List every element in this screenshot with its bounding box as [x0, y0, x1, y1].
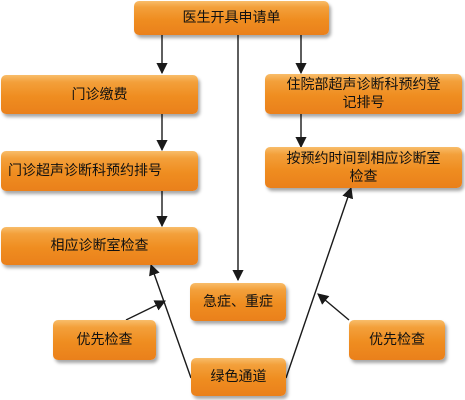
node-scheduled-exam-label: 按预约时间到相应诊断室 检查 [286, 150, 441, 185]
node-outpatient-fee: 门诊缴费 [1, 75, 198, 114]
node-priority-right-label: 优先检查 [369, 332, 425, 348]
arrow-priority-right-to-scheduled [317, 293, 350, 321]
node-outpatient-booking-label: 门诊超声诊断科预约排号 [8, 163, 162, 179]
node-emergency: 急症、重症 [190, 283, 286, 321]
node-scheduled-exam: 按预约时间到相应诊断室 检查 [265, 147, 462, 188]
node-inpatient-booking: 住院部超声诊断科预约登 记排号 [265, 74, 462, 114]
node-outpatient-booking: 门诊超声诊断科预约排号 [1, 151, 198, 191]
node-priority-right: 优先检查 [349, 320, 445, 360]
node-outpatient-fee-label: 门诊缴费 [71, 86, 128, 103]
node-request: 医生开具申请单 [134, 1, 329, 35]
node-emergency-label: 急症、重症 [203, 294, 273, 310]
node-green-channel-label: 绿色通道 [210, 369, 267, 385]
node-request-label: 医生开具申请单 [182, 10, 281, 26]
node-exam-left-label: 相应诊断室检查 [50, 238, 149, 254]
arrow-green-to-right-exam [285, 186, 354, 379]
node-exam-left: 相应诊断室检查 [1, 227, 198, 265]
node-inpatient-booking-label: 住院部超声诊断科预约登 记排号 [286, 77, 441, 111]
node-priority-left-label: 优先检查 [76, 332, 133, 348]
node-priority-left: 优先检查 [53, 320, 156, 360]
arrow-green-to-left-exam [149, 263, 192, 379]
arrow-priority-left-to-exam [125, 300, 167, 321]
node-green-channel: 绿色通道 [191, 358, 286, 396]
